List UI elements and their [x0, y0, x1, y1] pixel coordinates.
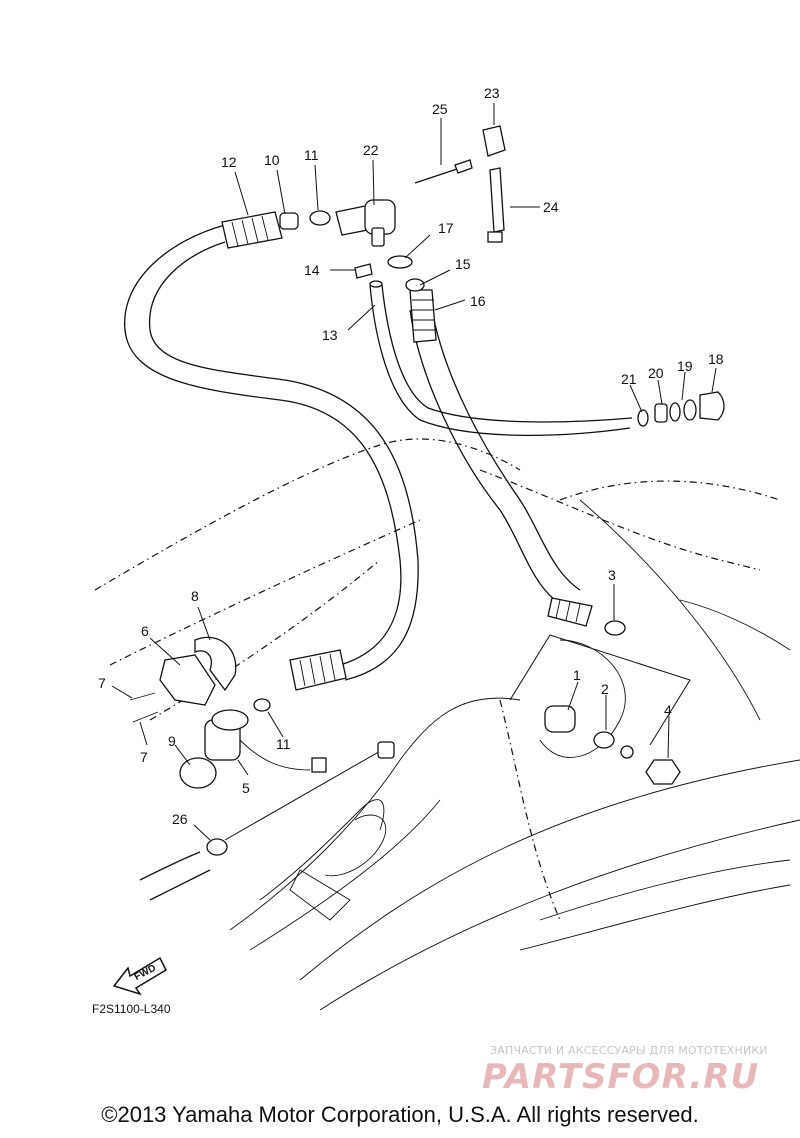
callouts: 12 10 11 22 25 23 24 17 14 15 16 13 21 2… — [98, 85, 724, 827]
callout-6: 6 — [141, 623, 149, 639]
callout-22: 22 — [363, 142, 379, 158]
callout-18: 18 — [708, 351, 724, 367]
callout-16: 16 — [470, 293, 486, 309]
callout-1: 1 — [573, 667, 581, 683]
connector-parts — [309, 199, 413, 279]
callout-15: 15 — [455, 256, 471, 272]
hose-13 — [369, 280, 633, 437]
parts-18-21 — [637, 391, 725, 427]
part-26 — [139, 741, 395, 901]
callout-23: 23 — [484, 85, 500, 101]
callout-4: 4 — [664, 702, 672, 718]
parts-23-25 — [414, 125, 506, 243]
callout-3: 3 — [608, 567, 616, 583]
figure-code: F2S1100-L340 — [92, 1002, 171, 1016]
pump-assembly — [129, 636, 327, 789]
callout-12: 12 — [221, 154, 237, 170]
callout-26: 26 — [172, 811, 188, 827]
callout-5: 5 — [242, 780, 250, 796]
callout-2: 2 — [601, 681, 609, 697]
copyright-text: ©2013 Yamaha Motor Corporation, U.S.A. A… — [101, 1102, 699, 1127]
watermark-tagline: ЗАПЧАСТИ И АКСЕССУАРЫ ДЛЯ МОТОТЕХНИКИ — [490, 1044, 768, 1057]
callout-9: 9 — [168, 733, 176, 749]
callout-7a: 7 — [98, 675, 106, 691]
callout-11b: 11 — [276, 736, 291, 752]
callout-20: 20 — [648, 365, 664, 381]
callout-11a: 11 — [304, 147, 319, 163]
fwd-arrow-icon: FWD — [112, 956, 167, 995]
hose-16 — [405, 278, 593, 627]
watermark-logo: PARTSFOR.RU — [482, 1057, 760, 1097]
callout-13: 13 — [322, 327, 338, 343]
callout-7b: 7 — [140, 749, 148, 765]
callout-25: 25 — [432, 101, 448, 117]
hull-outline — [94, 438, 800, 1011]
callout-10: 10 — [264, 152, 280, 168]
callout-24: 24 — [543, 199, 559, 215]
parts-1-4 — [509, 620, 691, 785]
callout-14: 14 — [304, 262, 320, 278]
hose-12 — [124, 211, 419, 691]
leader-lines — [111, 103, 717, 841]
callout-8: 8 — [191, 588, 199, 604]
callout-19: 19 — [677, 358, 693, 374]
callout-21: 21 — [621, 371, 637, 387]
callout-17: 17 — [438, 220, 454, 236]
